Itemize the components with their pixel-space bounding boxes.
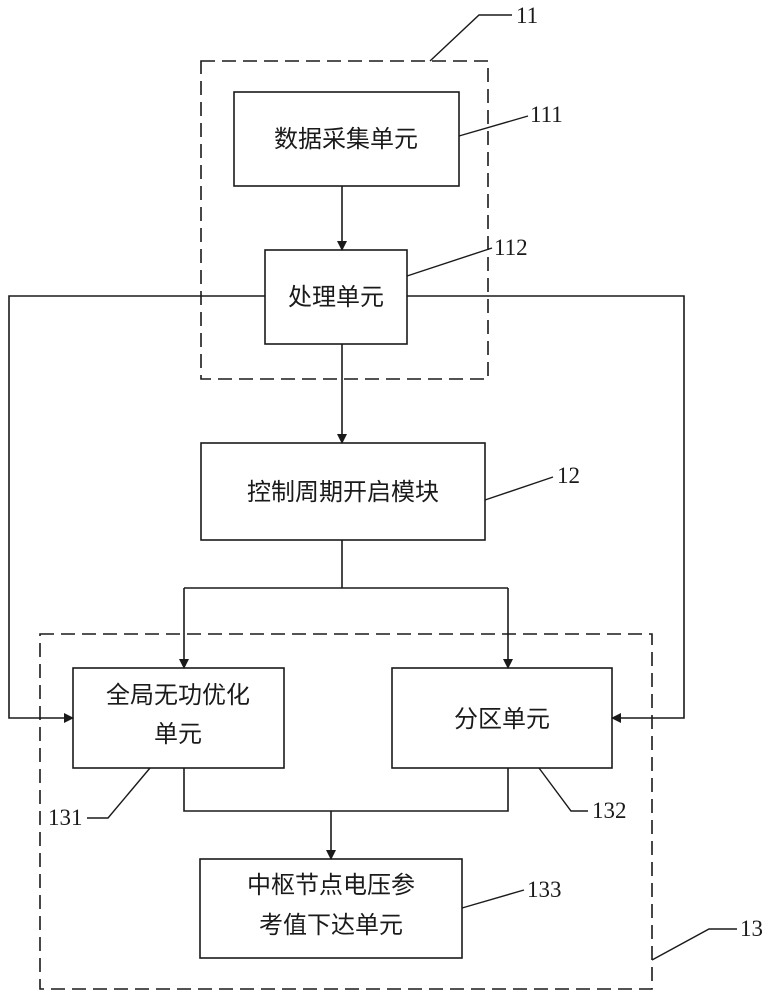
partition-unit-label: 分区单元 — [454, 705, 550, 733]
data-acquisition-unit-label: 数据采集单元 — [274, 125, 418, 153]
ref-11: 11 — [516, 3, 538, 28]
leader-13 — [651, 928, 737, 961]
control-cycle-module-label: 控制周期开启模块 — [247, 478, 439, 506]
ref-12: 12 — [557, 463, 580, 488]
data-acquisition-unit-box — [233, 91, 460, 187]
leader-12 — [484, 476, 554, 501]
ref-131: 131 — [48, 805, 83, 830]
global-reactive-optimization-unit-label-line1: 全局无功优化 — [106, 681, 250, 709]
leader-11 — [429, 14, 512, 62]
ref-112: 112 — [494, 235, 528, 260]
line-global-to-merge — [183, 768, 509, 812]
leader-132 — [538, 767, 588, 812]
group-11-border — [200, 60, 489, 380]
leader-131 — [87, 767, 151, 819]
ref-133: 133 — [527, 877, 562, 902]
leader-133 — [461, 889, 525, 909]
processing-unit-label: 处理单元 — [288, 283, 384, 311]
leader-112 — [406, 247, 493, 277]
ref-132: 132 — [592, 798, 627, 823]
processing-unit-box — [264, 249, 408, 345]
pilot-node-voltage-reference-unit-box — [199, 858, 463, 959]
global-reactive-optimization-unit-box — [72, 667, 285, 769]
leader-111 — [458, 115, 529, 137]
control-cycle-module-box — [200, 442, 486, 541]
arrow-processing-to-partition-right — [407, 295, 685, 723]
group-13-border — [39, 633, 653, 990]
ref-13: 13 — [740, 916, 763, 941]
arrow-processing-to-global-left — [8, 295, 265, 723]
pilot-node-voltage-reference-unit-label-line2: 考值下达单元 — [259, 911, 403, 939]
pilot-node-voltage-reference-unit-label-line1: 中枢节点电压参 — [247, 871, 415, 899]
partition-unit-box — [391, 667, 613, 769]
global-reactive-optimization-unit-label-line2: 单元 — [154, 720, 202, 748]
ref-111: 111 — [530, 102, 563, 127]
